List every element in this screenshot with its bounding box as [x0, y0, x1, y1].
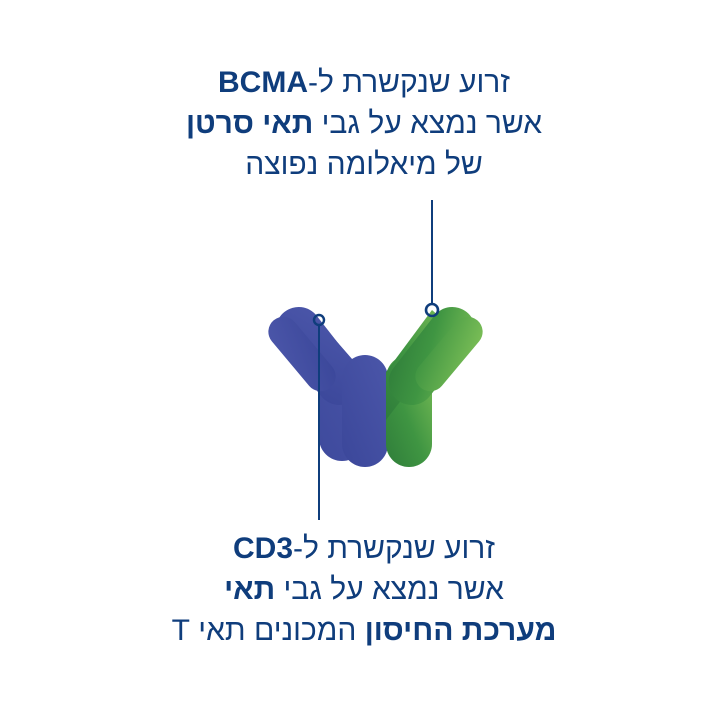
cd3-callout-line-1: זרוע שנקשרת ל-CD3: [233, 532, 495, 565]
bcma-term: BCMA: [218, 66, 309, 99]
cd3-term: CD3: [233, 532, 294, 565]
t-cell-letter: T: [171, 614, 190, 647]
cd3-arm-stem: [342, 355, 388, 467]
cancer-cells-term: תאי סרטן: [185, 107, 314, 140]
cd3-arm-stub: [268, 316, 336, 392]
bcma-callout-line-1: זרוע שנקשרת ל-BCMA: [218, 66, 510, 99]
cd3-arm-joint: [300, 320, 365, 400]
cd3-arm-callout-text: זרוע שנקשרת ל-CD3 אשר נמצא על גבי תאי מע…: [0, 528, 728, 651]
bcma-arm-callout-text: זרוע שנקשרת ל-BCMA אשר נמצא על גבי תאי ס…: [0, 62, 728, 185]
bcma-callout-line-2: אשר נמצא על גבי תאי סרטן: [185, 107, 543, 140]
bcma-arm-stem: [386, 355, 432, 467]
immune-system-term: מערכת החיסון: [364, 614, 557, 647]
bcma-arm-shape: [386, 306, 483, 467]
cd3-callout-line-2: אשר נמצא על גבי תאי: [224, 573, 504, 606]
cd3-arm-shape: [268, 306, 388, 467]
bcma-callout-line-3: של מיאלומה נפוצה: [245, 148, 483, 181]
bcma-arm-upper-segment: [388, 306, 476, 406]
bcma-arm-joint: [386, 310, 455, 420]
cd3-callout-line-3: מערכת החיסון המכונים תאי T: [171, 614, 557, 647]
cd3-arm-upper-segment: [275, 306, 363, 406]
bcma-node-icon: [424, 302, 440, 318]
cd3-node-icon: [312, 313, 326, 327]
cd3-arm-main: [290, 319, 365, 461]
cells-term: תאי: [224, 573, 276, 606]
bcma-arm-stub: [415, 316, 483, 392]
